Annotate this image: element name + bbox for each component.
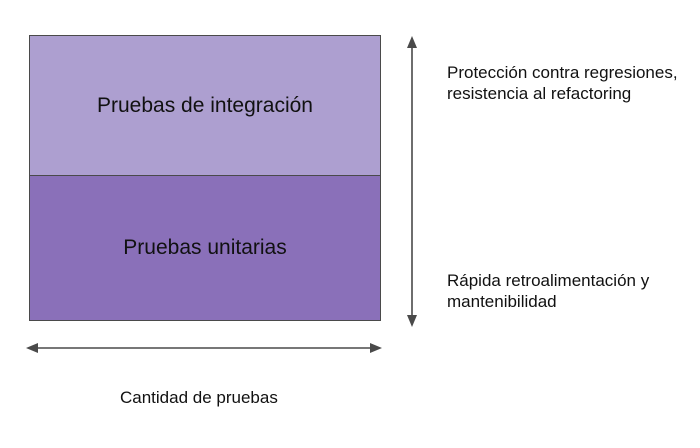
feedback-label: Rápida retroalimentación y mantenibilida… — [447, 271, 650, 312]
down-arrowhead-icon — [407, 315, 417, 327]
unit-tests-block: Pruebas unitarias — [29, 175, 381, 321]
up-arrowhead-icon — [407, 36, 417, 48]
left-arrowhead-icon — [26, 343, 38, 353]
protection-label: Protección contra regresiones, resistenc… — [447, 63, 678, 104]
integration-tests-label: Pruebas de integración — [97, 93, 313, 117]
right-arrowhead-icon — [370, 343, 382, 353]
horizontal-double-arrow — [26, 343, 382, 353]
test-quantity-label: Cantidad de pruebas — [120, 388, 278, 407]
integration-tests-block: Pruebas de integración — [29, 35, 381, 176]
vertical-double-arrow — [407, 36, 417, 327]
unit-tests-label: Pruebas unitarias — [123, 236, 287, 259]
